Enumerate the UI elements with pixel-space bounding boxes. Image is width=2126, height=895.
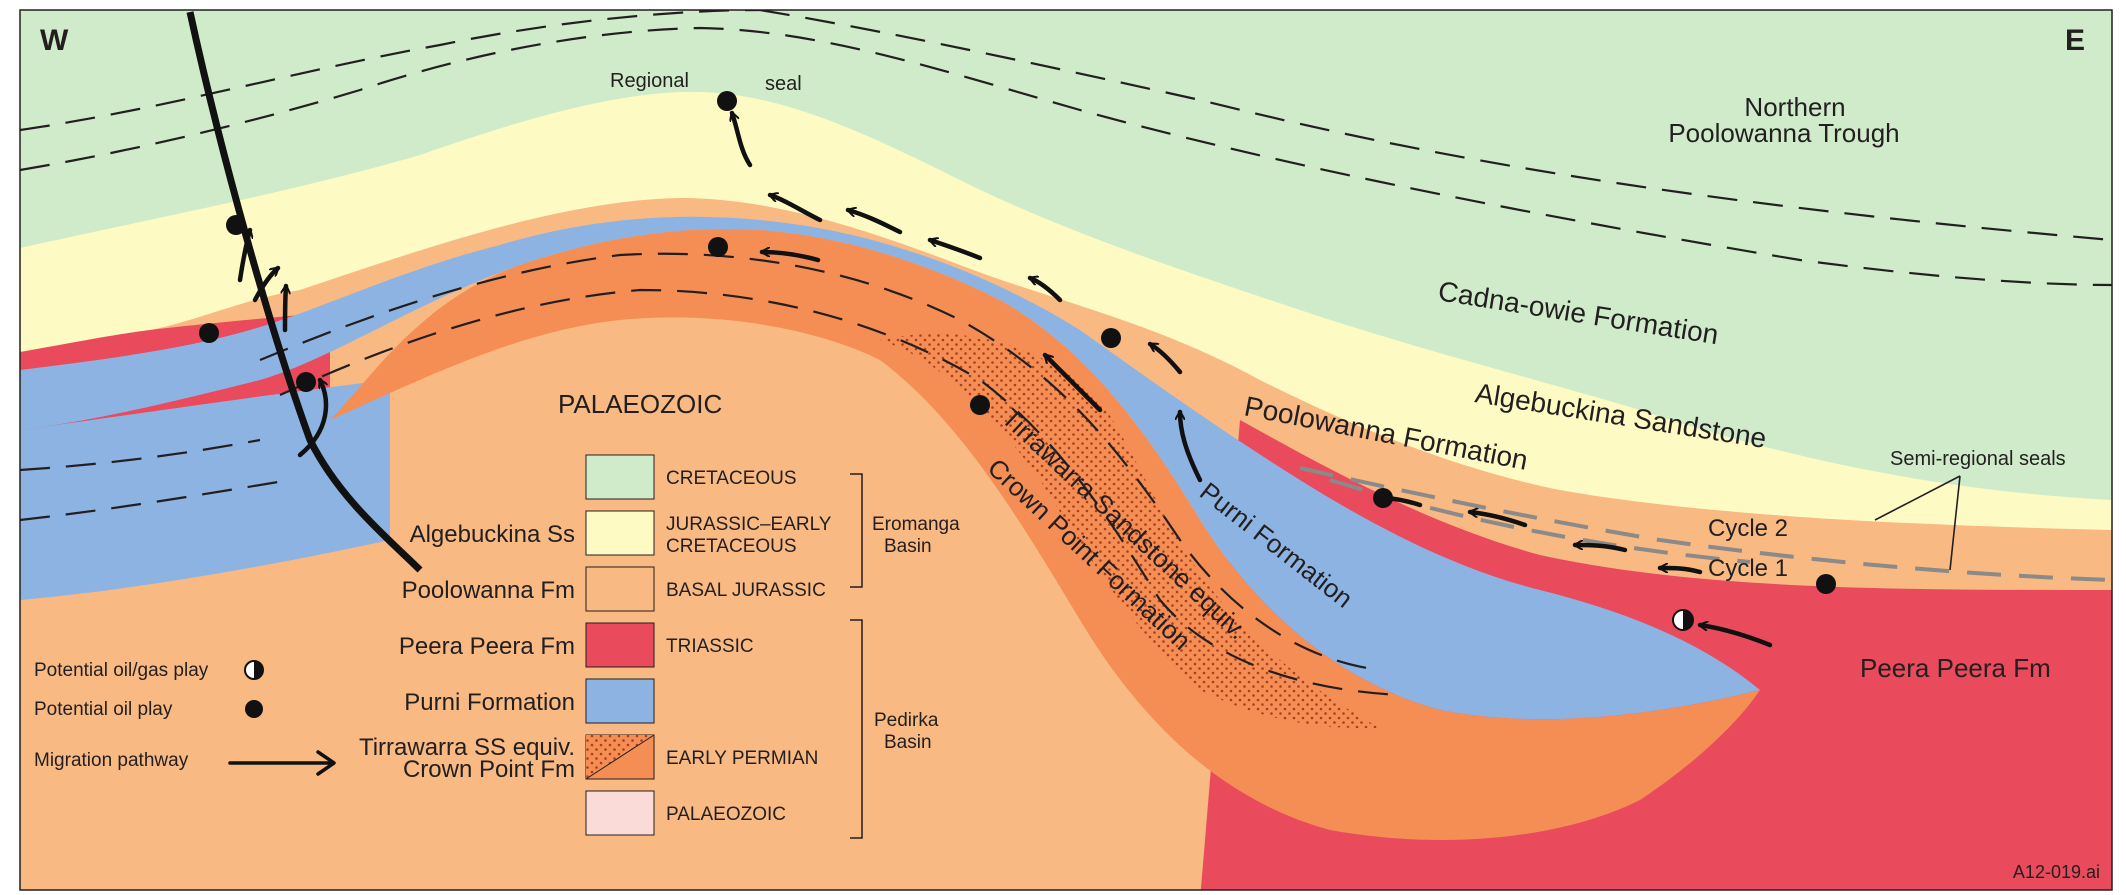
migration-arrow xyxy=(285,286,286,333)
tirrawarra-sandstone xyxy=(880,333,1380,729)
oil-play-symbol xyxy=(1101,328,1121,348)
eromanga-bracket xyxy=(850,473,863,588)
legend-label-palaeozoic: PALAEOZOIC xyxy=(666,804,786,825)
migration-arrow xyxy=(1700,625,1773,648)
oil-play-symbol xyxy=(970,395,990,415)
pedirka-label-2: Basin xyxy=(884,732,932,753)
migration-arrow xyxy=(1657,568,1703,575)
legend-swatch-jurassic xyxy=(585,510,655,556)
pedirka-bracket xyxy=(850,619,863,839)
east-label: E xyxy=(2065,24,2085,57)
legend-swatch-cretaceous xyxy=(585,454,655,500)
migration-arrow xyxy=(1030,278,1063,303)
legend-label-early-permian: EARLY PERMIAN xyxy=(666,748,818,769)
migration-arrow xyxy=(237,230,250,283)
northern-trough-label-2: Poolowanna Trough xyxy=(1668,118,1899,148)
oil-play-symbol xyxy=(708,237,728,257)
symbol-migration-label: Migration pathway xyxy=(34,750,189,771)
legend-label-triassic: TRIASSIC xyxy=(666,636,754,657)
regional-seal-label-1: Regional xyxy=(610,70,689,92)
bedding-line xyxy=(259,252,1381,672)
legend-left-poolowanna: Poolowanna Fm xyxy=(402,577,575,604)
purni-layer-west xyxy=(20,380,390,600)
regional-seal-label-2: seal xyxy=(765,73,802,95)
oil-play-symbol xyxy=(296,372,316,392)
legend-label-cretaceous: CRETACEOUS xyxy=(666,468,797,489)
peera-peera-label: Peera Peera Fm xyxy=(1860,653,2051,683)
migration-arrow xyxy=(1180,409,1203,483)
migration-arrow xyxy=(297,380,329,458)
legend-swatch-purni xyxy=(585,678,655,724)
pedirka-label-1: Pedirka xyxy=(874,710,939,731)
legend: CRETACEOUS JURASSIC–EARLY CRETACEOUS BAS… xyxy=(34,454,960,839)
migration-arrow xyxy=(759,252,821,263)
early-permian-layer xyxy=(330,228,1760,840)
migration-arrow xyxy=(1572,545,1628,553)
oil-play-symbol xyxy=(226,215,246,235)
purni-layer xyxy=(20,216,1760,720)
bedding-line xyxy=(20,10,761,132)
migration-arrow xyxy=(1150,341,1183,375)
west-label: W xyxy=(40,24,69,57)
frame xyxy=(19,9,2113,891)
oil-gas-play-symbol xyxy=(1672,609,1694,631)
legend-label-jurassic-1: JURASSIC–EARLY xyxy=(666,514,832,535)
oil-play-symbol xyxy=(199,323,219,343)
symbol-oil-gas-icon xyxy=(244,660,264,680)
oil-play-symbol xyxy=(717,91,737,111)
migration-arrow xyxy=(732,113,753,168)
bedding-line xyxy=(20,478,291,522)
migration-arrow xyxy=(848,210,903,235)
cycle-1-label: Cycle 1 xyxy=(1708,555,1788,582)
semi-regional-seals-label: Semi-regional seals xyxy=(1890,448,2066,470)
file-code: A12-019.ai xyxy=(2013,862,2100,882)
legend-label-jurassic-2: CRETACEOUS xyxy=(666,536,797,557)
bedding-line xyxy=(20,438,261,472)
seal-pointer xyxy=(1874,475,1961,571)
symbol-oil-gas-label: Potential oil/gas play xyxy=(34,660,209,681)
bedding-line xyxy=(20,26,2112,287)
legend-swatch-palaeozoic xyxy=(585,790,655,836)
legend-swatch-early-permian xyxy=(585,734,655,780)
legend-label-basal-jurassic: BASAL JURASSIC xyxy=(666,580,826,601)
eromanga-label-2: Basin xyxy=(884,536,932,557)
oil-play-symbol xyxy=(1816,574,1836,594)
oil-play-symbol xyxy=(1373,488,1393,508)
symbol-migration-icon xyxy=(228,750,336,776)
legend-left-crown-point: Crown Point Fm xyxy=(403,756,575,783)
fault-line xyxy=(186,11,423,573)
legend-left-algebuckina: Algebuckina Ss xyxy=(410,521,575,548)
migration-arrow xyxy=(930,240,983,261)
symbol-oil-label: Potential oil play xyxy=(34,699,173,720)
migration-arrow xyxy=(770,195,823,223)
legend-swatch-triassic xyxy=(585,622,655,668)
migration-arrow xyxy=(252,265,278,303)
cycle-2-label: Cycle 2 xyxy=(1708,515,1788,542)
symbol-oil-icon xyxy=(245,700,263,718)
legend-swatch-basal-jurassic xyxy=(585,566,655,612)
semi-regional-seal-cycle-2 xyxy=(1299,466,2112,582)
migration-arrow xyxy=(1042,352,1103,413)
legend-left-purni: Purni Formation xyxy=(404,689,575,716)
palaeozoic-label: PALAEOZOIC xyxy=(558,389,722,419)
bedding-line xyxy=(759,10,2112,242)
northern-trough-label-1: Northern xyxy=(1744,92,1845,122)
bedding-line xyxy=(279,288,1401,697)
legend-left-tirrawarra: Tirrawarra SS equiv. xyxy=(359,734,575,761)
migration-arrow xyxy=(1470,512,1528,528)
legend-left-peera-peera: Peera Peera Fm xyxy=(399,633,575,660)
eromanga-label-1: Eromanga xyxy=(872,514,960,535)
